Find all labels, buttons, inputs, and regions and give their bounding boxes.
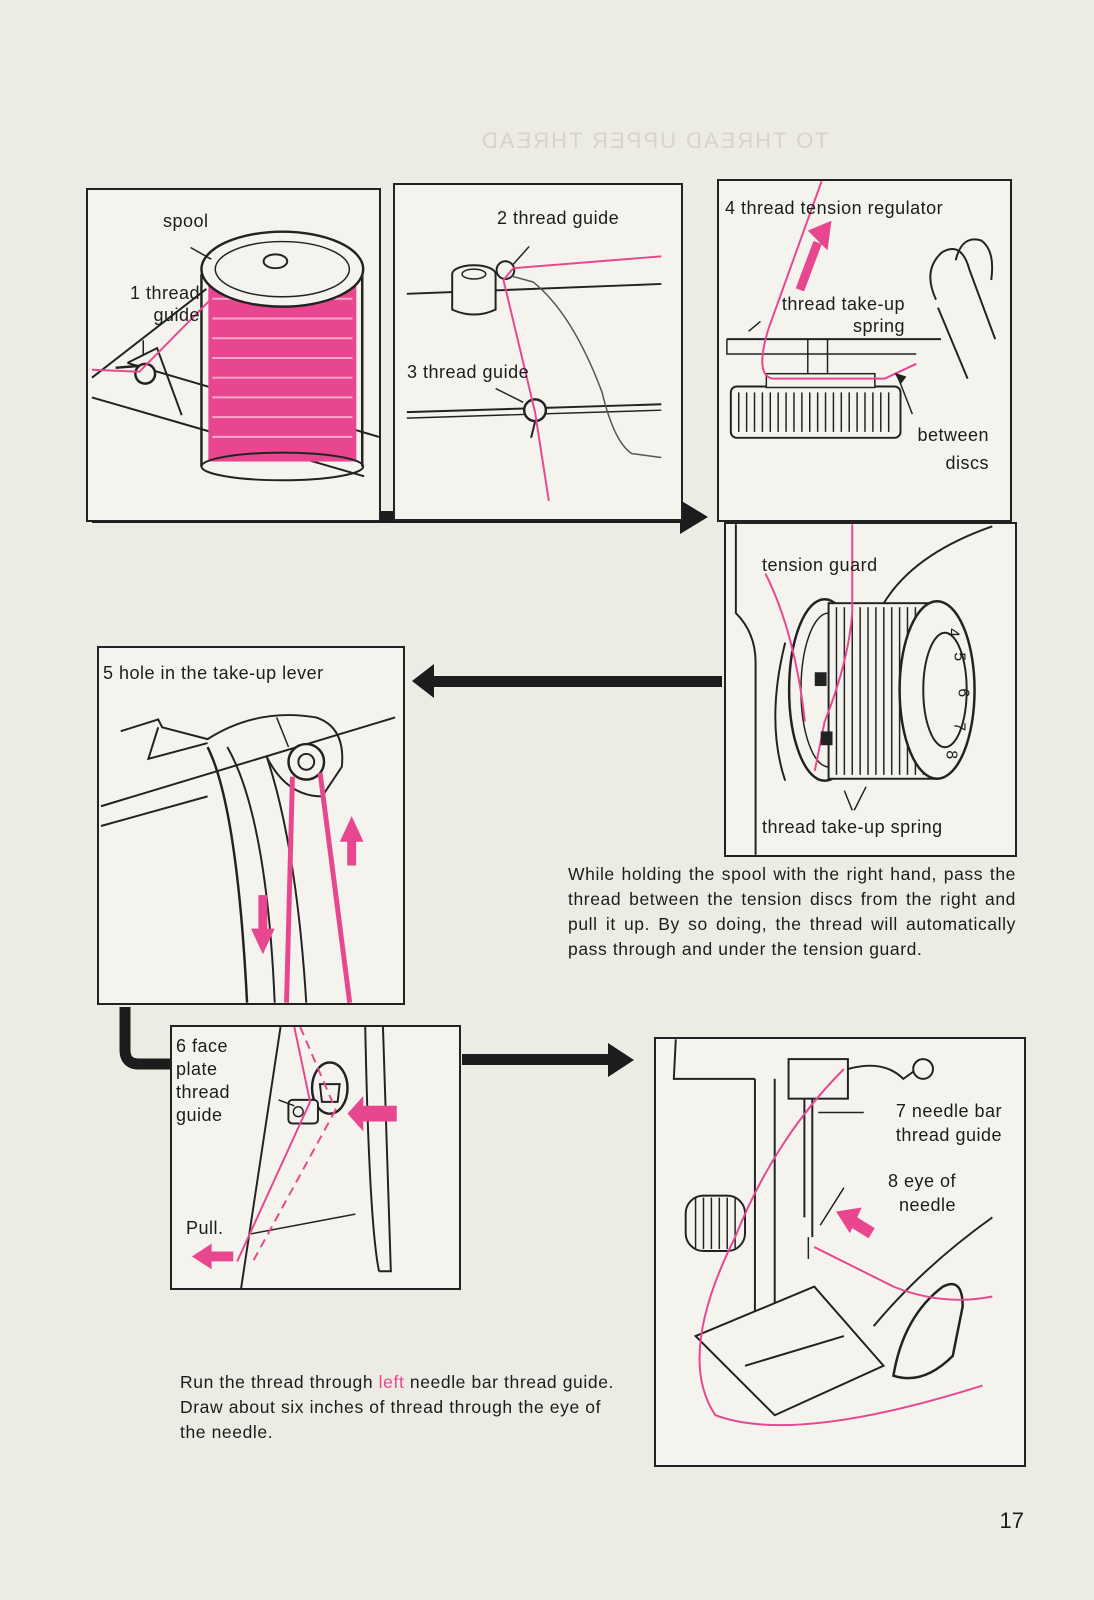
bleed-through-heading: TO THREAD UPPER THREAD [480,128,829,153]
panel-tension-guard: tension guard 4 5 6 7 8 thread take-up s… [724,522,1017,857]
label-thread-guide-2: 2 thread guide [497,208,620,228]
face-plate-illustration [191,1027,397,1288]
spool-illustration [91,230,379,482]
draw-thread-instructions: Draw about six inches of thread through … [180,1397,602,1442]
label-between-discs: between discs [917,425,989,473]
panel-spool: spool 1 thread guide [86,188,381,522]
label-takeup-spring: thread take-up spring [781,294,905,336]
run-thread-left: left [378,1372,405,1392]
label-tension-guard: tension guard [762,555,878,575]
label-spool: spool [163,211,209,231]
label-needle-bar-guide: 7 needle bar thread guide [895,1101,1002,1145]
run-thread-instructions: Run the thread through left needle bar t… [180,1370,626,1445]
arrow-row2-left [412,664,722,698]
panel-face-plate: 6 face plate thread guide Pull. [170,1025,461,1290]
arrow-row3-connector [119,1007,170,1070]
tension-instructions: While holding the spool with the right h… [568,864,1016,959]
panel-tension-regulator: 4 thread tension regulator thread take-u… [717,179,1012,522]
dial-number-6: 6 [954,688,972,698]
arrow-row3-right [462,1043,634,1077]
dial-number-4: 4 [944,628,962,638]
tension-dial-illustration [734,524,993,855]
label-pull: Pull. [186,1218,224,1238]
run-thread-post: needle bar thread guide. [404,1372,614,1392]
tension-regulator-illustration [726,181,997,439]
label-tension-regulator: 4 thread tension regulator [725,198,944,218]
label-thread-guide-3: 3 thread guide [407,362,530,382]
label-takeup-spring-dial: thread take-up spring [762,817,943,837]
dial-number-5: 5 [950,652,968,662]
panel-needle: 7 needle bar thread guide 8 eye of needl… [654,1037,1026,1467]
needle-illustration [672,1039,993,1427]
label-eye-of-needle: 8 eye of needle [887,1171,956,1215]
label-takeup-lever-hole: 5 hole in the take-up lever [103,663,324,683]
label-thread-guide-1: 1 thread guide [129,283,200,325]
takeup-lever-illustration [100,714,396,1003]
panel-takeup-lever: 5 hole in the take-up lever [97,646,405,1005]
dial-number-8: 8 [942,750,960,760]
run-thread-pre: Run the thread through [180,1372,379,1392]
page-number: 17 [999,1508,1024,1533]
label-face-plate-guide: 6 face plate thread guide [176,1036,231,1125]
dial-number-7: 7 [950,722,968,732]
panel-thread-guides: 2 thread guide 3 thread guide [393,183,683,521]
thread-guides-illustration [406,245,662,502]
